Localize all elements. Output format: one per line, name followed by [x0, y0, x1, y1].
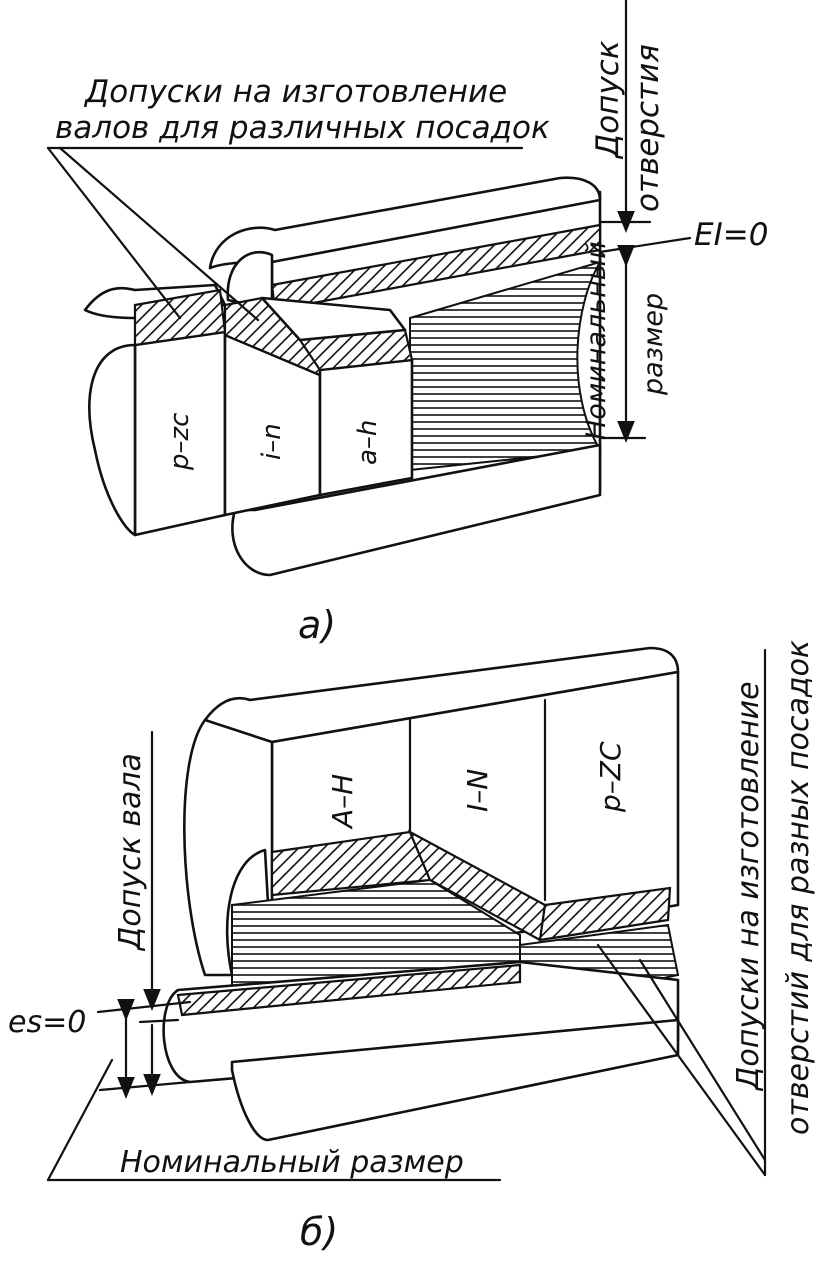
- shaft-block-pzc-curve: [88, 343, 137, 537]
- hole-tolerance-note-line1: Допуски на изготовление: [731, 681, 766, 1092]
- shaft-top-ah: [260, 296, 407, 342]
- zone-label-in: i–n: [257, 423, 287, 460]
- zone-label-AH: A–H: [326, 774, 359, 830]
- hole-tolerance-pzc: [538, 886, 672, 942]
- hole-leader-2: [638, 958, 767, 1162]
- hole-block-curve-a: [226, 250, 274, 312]
- zone-label-ah: a–h: [353, 420, 383, 465]
- shaft-tolerance-note-line2: валов для различных посадок: [55, 110, 550, 146]
- nominal-size-label-a-line2: размер: [638, 293, 669, 396]
- nominal-size-label-a-line1: Номинальный: [581, 241, 612, 440]
- nominal-size-line-b: [98, 1080, 192, 1092]
- leader-to-pzc: [46, 146, 182, 320]
- nominal-size-label-b: Номинальный размер: [120, 1145, 464, 1180]
- shaft-tolerance-label: Допуск вала: [113, 753, 148, 952]
- leader-to-in: [58, 146, 260, 322]
- ei-label: EI=0: [694, 217, 768, 253]
- zone-label-pzc: p–zc: [165, 413, 195, 471]
- shaft-tol-bottom-ext: [138, 1018, 180, 1024]
- nominal-leader-b: [46, 1058, 114, 1182]
- figure-b: A–H I–N p–ZC Допуск вала es=0 Номинальны…: [8, 640, 816, 1254]
- caption-a: а): [298, 603, 336, 647]
- zone-label-pZC: p–ZC: [594, 741, 627, 813]
- figure-a: p–zc i–n a–h Допуски на изготовление вал…: [46, 0, 768, 647]
- hole-tolerance-note-line2: отверстий для разных посадок: [781, 640, 816, 1135]
- hole-tolerance-label-line1: Допуск: [590, 40, 626, 160]
- hole-leader-1: [596, 943, 767, 1177]
- es-label: es=0: [8, 1005, 86, 1040]
- ei-extension-line: [598, 236, 692, 254]
- shaft-tolerance-b: [176, 963, 522, 1017]
- lower-body-a: [231, 443, 602, 577]
- shaft-tolerance-note-line1: Допуски на изготовление: [83, 74, 507, 110]
- es-extension-line: [96, 1000, 192, 1014]
- caption-b: б): [300, 1210, 338, 1254]
- zone-label-IN: I–N: [461, 769, 494, 812]
- hole-tolerance-label-line2: отверстия: [630, 44, 666, 212]
- lower-body-b: [230, 1018, 680, 1142]
